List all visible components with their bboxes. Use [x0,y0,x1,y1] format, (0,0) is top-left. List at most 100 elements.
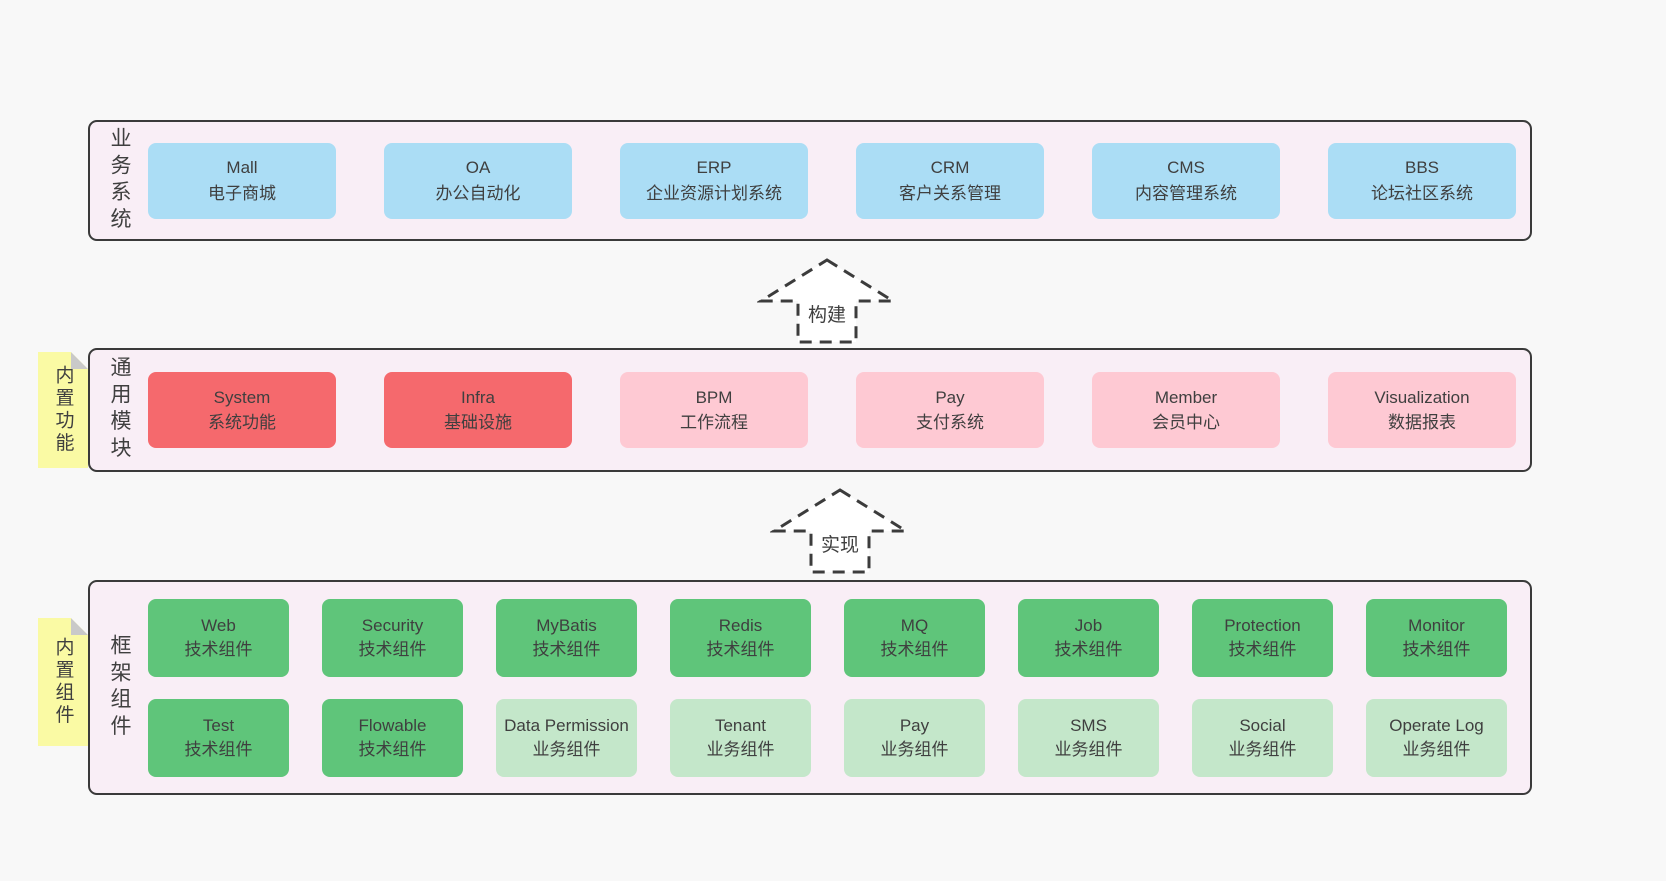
box-job: Job 技术组件 [1018,598,1159,677]
box-subtitle: 内容管理系统 [1135,183,1237,203]
box-subtitle: 业务组件 [1228,739,1297,759]
box-security: Security 技术组件 [322,598,463,677]
box-subtitle: 工作流程 [680,413,748,432]
box-subtitle: 业务组件 [880,739,949,759]
box-pay: Pay 业务组件 [844,698,985,777]
box-title: Redis [718,615,763,635]
box-title: Data Permission [504,715,629,735]
implement-arrow-label: 实现 [818,530,862,557]
box-title: Visualization [1374,387,1470,407]
box-title: Tenant [714,715,767,735]
band-components-label: 框架组件 [108,633,131,742]
sticky-builtin-features-label: 内置功能 [52,365,74,455]
box-title: ERP [696,158,732,177]
box-data-permission: Data Permission 业务组件 [496,698,637,777]
sticky-fold-icon [71,618,88,635]
box-title: Social [1239,715,1286,735]
box-title: Mall [226,158,258,177]
box-oa: OA 办公自动化 [384,142,572,219]
box-title: Pay [935,387,965,407]
box-title: Infra [460,387,496,407]
box-subtitle: 业务组件 [1402,739,1471,759]
sticky-builtin-components-label: 内置组件 [52,637,74,727]
box-title: OA [465,158,491,177]
box-subtitle: 技术组件 [532,639,601,659]
sticky-fold-icon [71,352,88,369]
box-title: System [213,387,271,407]
box-title: SMS [1070,715,1107,735]
box-subtitle: 会员中心 [1152,413,1220,432]
box-title: Test [202,715,235,735]
box-subtitle: 技术组件 [1228,639,1297,659]
box-bpm: BPM 工作流程 [620,372,808,448]
build-arrow-label: 构建 [805,300,849,327]
box-subtitle: 技术组件 [358,639,427,659]
box-subtitle: 业务组件 [1054,739,1123,759]
build-arrow: 构建 [757,256,897,344]
box-cms: CMS 内容管理系统 [1092,142,1280,219]
box-subtitle: 技术组件 [184,739,253,759]
box-title: Security [361,615,424,635]
box-member: Member 会员中心 [1092,372,1280,448]
box-subtitle: 技术组件 [880,639,949,659]
box-mall: Mall 电子商城 [148,142,336,219]
box-mybatis: MyBatis 技术组件 [496,598,637,677]
box-redis: Redis 技术组件 [670,598,811,677]
box-subtitle: 技术组件 [184,639,253,659]
box-title: Protection [1224,615,1301,635]
box-title: CMS [1167,158,1205,177]
box-subtitle: 客户关系管理 [899,183,1001,203]
box-web: Web 技术组件 [148,598,289,677]
box-title: Flowable [358,715,427,735]
sticky-note-builtin-features: 内置功能 [38,352,88,468]
box-monitor: Monitor 技术组件 [1366,598,1507,677]
box-subtitle: 系统功能 [208,413,276,432]
box-subtitle: 论坛社区系统 [1371,183,1473,203]
box-social: Social 业务组件 [1192,698,1333,777]
box-title: Member [1154,387,1218,407]
box-title: MQ [900,615,929,635]
box-subtitle: 业务组件 [532,739,601,759]
box-title: Monitor [1408,615,1465,635]
box-title: Job [1074,615,1103,635]
box-subtitle: 支付系统 [916,413,984,432]
module-boxes: System 系统功能 Infra 基础设施 BPM 工作流程 Pay 支付系统 Member 会… [148,350,1532,470]
box-system: System 系统功能 [148,372,336,448]
box-operate-log: Operate Log 业务组件 [1366,698,1507,777]
box-mq: MQ 技术组件 [844,598,985,677]
box-subtitle: 电子商城 [208,183,276,203]
band-business-label: 业务系统 [108,126,131,235]
box-test: Test 技术组件 [148,698,289,777]
box-subtitle: 业务组件 [706,739,775,759]
box-erp: ERP 企业资源计划系统 [620,142,808,219]
box-title: BPM [695,387,733,407]
box-subtitle: 技术组件 [706,639,775,659]
implement-arrow: 实现 [770,486,910,574]
box-subtitle: 技术组件 [358,739,427,759]
box-subtitle: 基础设施 [444,413,512,432]
box-infra: Infra 基础设施 [384,372,572,448]
box-title: MyBatis [536,615,597,635]
box-subtitle: 技术组件 [1402,639,1471,659]
box-subtitle: 技术组件 [1054,639,1123,659]
box-tenant: Tenant 业务组件 [670,698,811,777]
box-title: Web [201,615,236,635]
box-subtitle: 企业资源计划系统 [646,183,782,203]
box-sms: SMS 业务组件 [1018,698,1159,777]
box-title: Operate Log [1389,715,1484,735]
box-protection: Protection 技术组件 [1192,598,1333,677]
box-title: Pay [899,715,930,735]
box-subtitle: 办公自动化 [435,183,521,203]
box-pay: Pay 支付系统 [856,372,1044,448]
